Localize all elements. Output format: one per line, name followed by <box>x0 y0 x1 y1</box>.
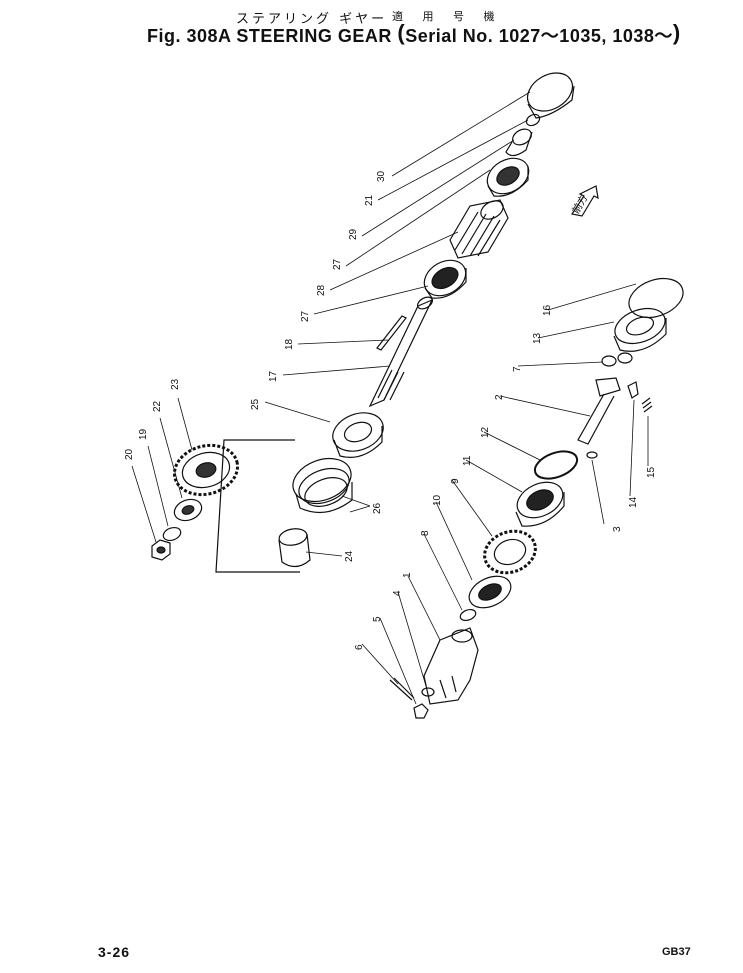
figure-title-row: Fig. 308A STEERING GEAR (Serial No. 1027… <box>147 20 681 48</box>
callout: 15 <box>646 466 657 478</box>
group-bracket <box>215 439 300 573</box>
callout: 23 <box>170 378 181 390</box>
part-1-yoke <box>423 627 479 705</box>
callout: 16 <box>542 304 553 316</box>
figure-title: Fig. 308A STEERING GEAR <box>147 26 392 46</box>
part-21-nut <box>525 113 541 127</box>
part-10-bearing <box>468 575 512 609</box>
japanese-serial-label: 適 用 号 機 <box>392 10 503 23</box>
part-7-eccentric <box>601 352 633 367</box>
callout: 29 <box>348 228 359 240</box>
part-4-washer <box>421 687 435 697</box>
part-9-gear <box>483 529 537 575</box>
part-18-pin <box>376 315 407 351</box>
part-20-nut <box>151 539 171 561</box>
callout: 5 <box>372 616 383 622</box>
part-27-bearing-lower <box>423 259 467 299</box>
part-14-screw <box>627 381 639 399</box>
part-6-bolt <box>389 677 415 701</box>
callout: 22 <box>152 400 163 412</box>
part-15-spring <box>641 397 653 413</box>
callout: 11 <box>462 455 473 466</box>
page-code: GB37 <box>662 946 691 958</box>
callout: 19 <box>138 428 149 440</box>
callout: 17 <box>268 370 279 382</box>
callout: 3 <box>612 526 623 532</box>
callout: 24 <box>344 550 355 562</box>
part-24-sleeve <box>278 528 311 568</box>
part-11-bearing <box>515 481 565 527</box>
open-bracket: ( <box>397 20 406 45</box>
part-16-cover <box>628 277 684 319</box>
part-23-gear <box>172 443 240 497</box>
callout: 14 <box>628 496 639 508</box>
callout: 13 <box>532 332 543 344</box>
callout: 9 <box>450 478 461 484</box>
callout: 26 <box>372 502 383 514</box>
callout: 27 <box>300 310 311 322</box>
part-8-washer <box>459 608 477 622</box>
part-29-collar <box>505 128 533 157</box>
callout: 12 <box>480 426 491 438</box>
leader-lines <box>131 91 649 705</box>
close-bracket: ) <box>672 20 681 45</box>
part-22-bearing <box>173 498 203 522</box>
callout: 6 <box>354 644 365 650</box>
callout: 1 <box>402 572 413 578</box>
callout: 10 <box>432 494 443 506</box>
callout: 25 <box>250 398 261 410</box>
serial-range: Serial No. 1027～1035, 1038～ <box>405 26 673 46</box>
part-2-sector-shaft <box>577 377 621 445</box>
callout: 4 <box>392 590 403 596</box>
part-19-washer <box>162 526 182 542</box>
part-12-o-ring <box>533 450 579 480</box>
callout: 30 <box>376 170 387 182</box>
part-17-shaft <box>368 296 434 408</box>
forward-arrow-icon <box>571 185 599 217</box>
part-5-nut <box>413 703 429 719</box>
callout: 28 <box>316 284 327 296</box>
page-number: 3-26 <box>98 944 131 960</box>
part-30-cap <box>526 72 575 119</box>
part-26-springs <box>292 457 353 514</box>
callout: 2 <box>494 394 505 400</box>
callout: 21 <box>364 194 375 206</box>
callout: 8 <box>420 530 431 536</box>
part-13-ring <box>613 307 667 352</box>
callout: 20 <box>124 448 135 460</box>
part-28-worm <box>449 199 509 259</box>
part-27-bearing-upper <box>486 157 530 197</box>
part-3-key <box>586 451 598 459</box>
japanese-title: ステアリング ギヤー <box>236 12 388 27</box>
callout: 7 <box>512 366 523 372</box>
callout-numbers: 30 21 29 27 28 27 18 17 25 23 22 19 20 2… <box>124 170 657 650</box>
callout: 27 <box>332 258 343 270</box>
callout: 18 <box>284 338 295 350</box>
part-25-ring <box>332 412 384 458</box>
